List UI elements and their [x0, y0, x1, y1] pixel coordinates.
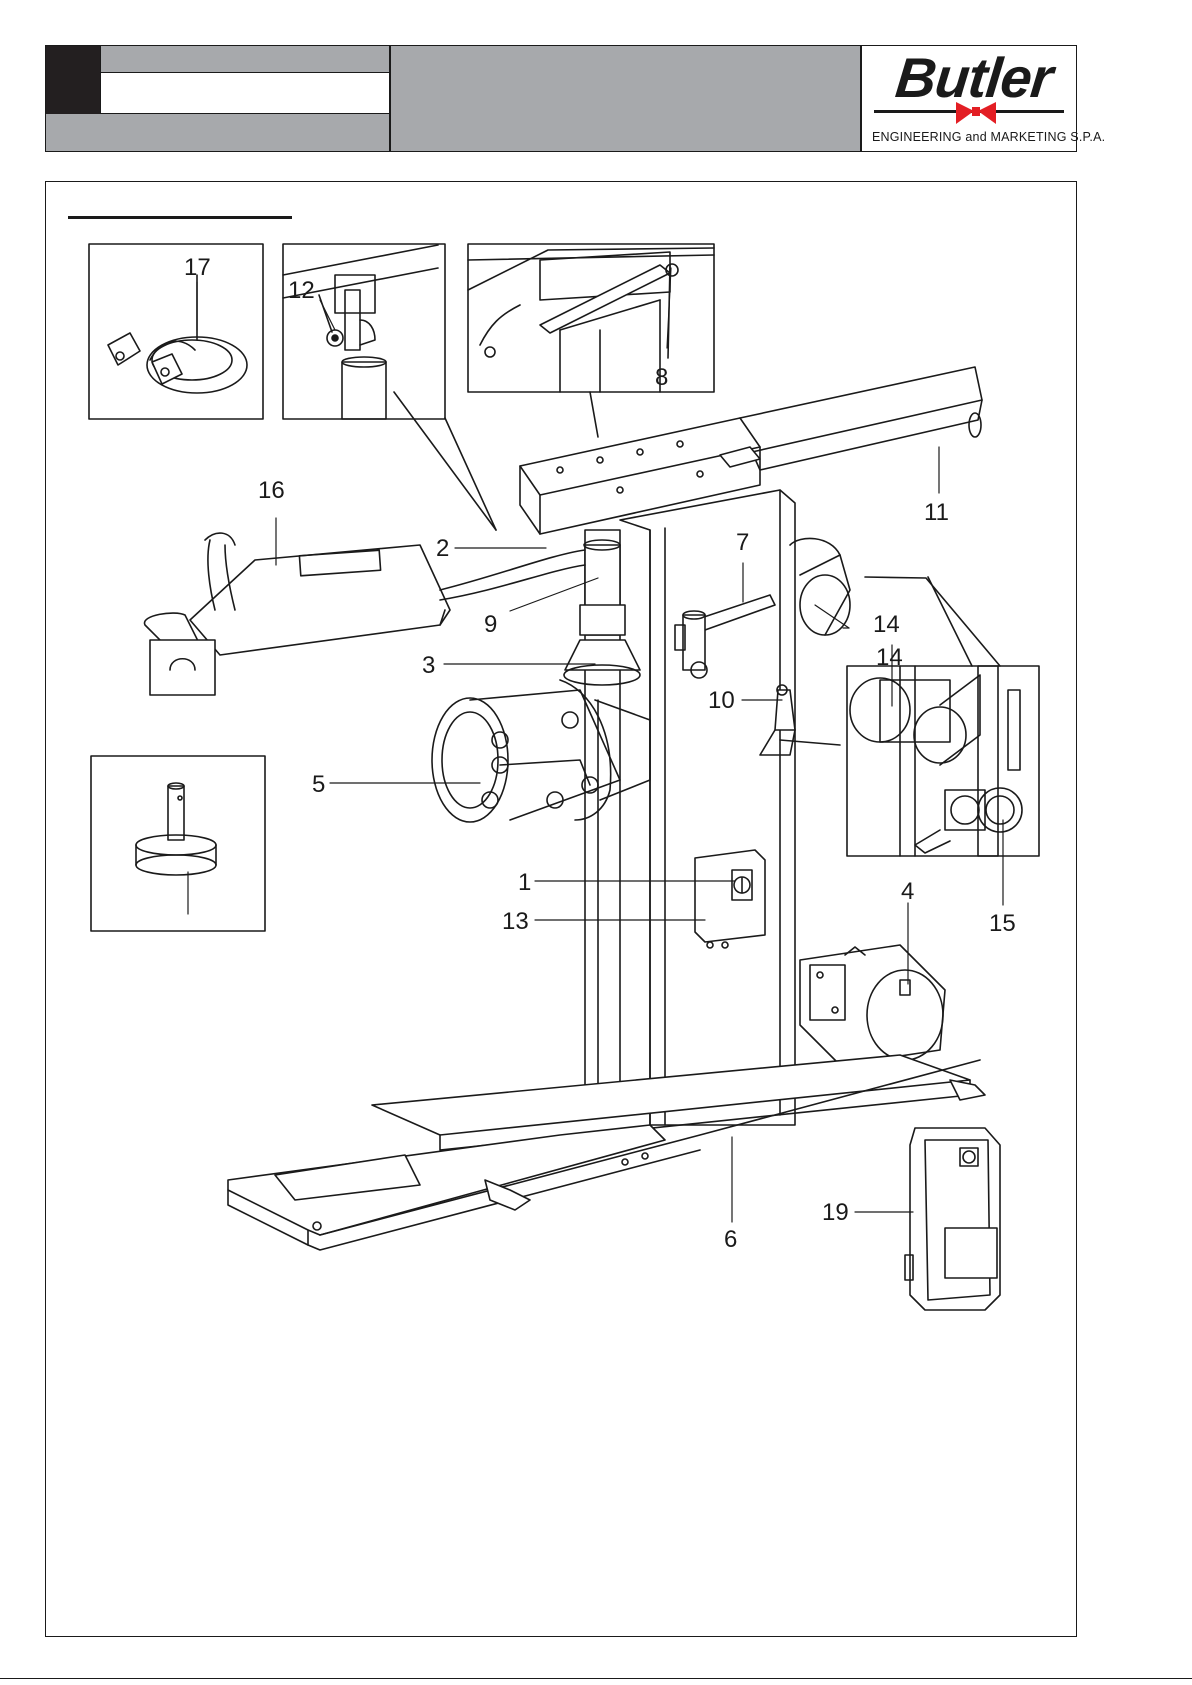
callout-6: 6 [724, 1226, 737, 1253]
bead-breaker-arm [145, 533, 585, 695]
callout-5: 5 [312, 771, 325, 798]
callout-12: 12 [288, 277, 315, 304]
inset-cylinder-pin-detail [283, 244, 445, 419]
inset-pulley-detail [847, 666, 1039, 856]
remote-control-box [905, 1128, 1000, 1310]
inset-leader-line [590, 392, 598, 437]
callout-3: 3 [422, 652, 435, 679]
horizontal-arm [740, 367, 982, 470]
callout-14-inset: 14 [876, 644, 903, 671]
callout-18: 19 [822, 1199, 849, 1226]
inset-leader-line [445, 418, 496, 530]
inset-lever-detail [468, 244, 714, 392]
callout-16: 16 [258, 477, 285, 504]
callout-2: 2 [436, 535, 449, 562]
callout-7: 7 [736, 529, 749, 556]
inset-key-detail [89, 244, 263, 419]
callout-11: 11 [924, 499, 949, 526]
page-bottom-rule [0, 1678, 1192, 1679]
callout-13: 13 [502, 908, 529, 935]
hydraulic-unit [800, 945, 945, 1065]
callout-14: 14 [873, 611, 900, 638]
callout-8: 8 [655, 364, 668, 391]
control-box [695, 850, 765, 948]
rear-motor [790, 538, 850, 635]
main-column [620, 490, 795, 1125]
base-frame [228, 1055, 985, 1250]
callout-10: 10 [708, 687, 735, 714]
callout-4: 4 [901, 878, 914, 905]
callout-1: 1 [518, 869, 531, 896]
vertical-cylinder [564, 530, 640, 1100]
callout-9: 9 [484, 611, 497, 638]
inset-foot-detail [91, 756, 265, 931]
callout-17: 17 [184, 254, 211, 281]
callout-15: 15 [989, 910, 1016, 937]
inset-leader-line [928, 577, 972, 666]
